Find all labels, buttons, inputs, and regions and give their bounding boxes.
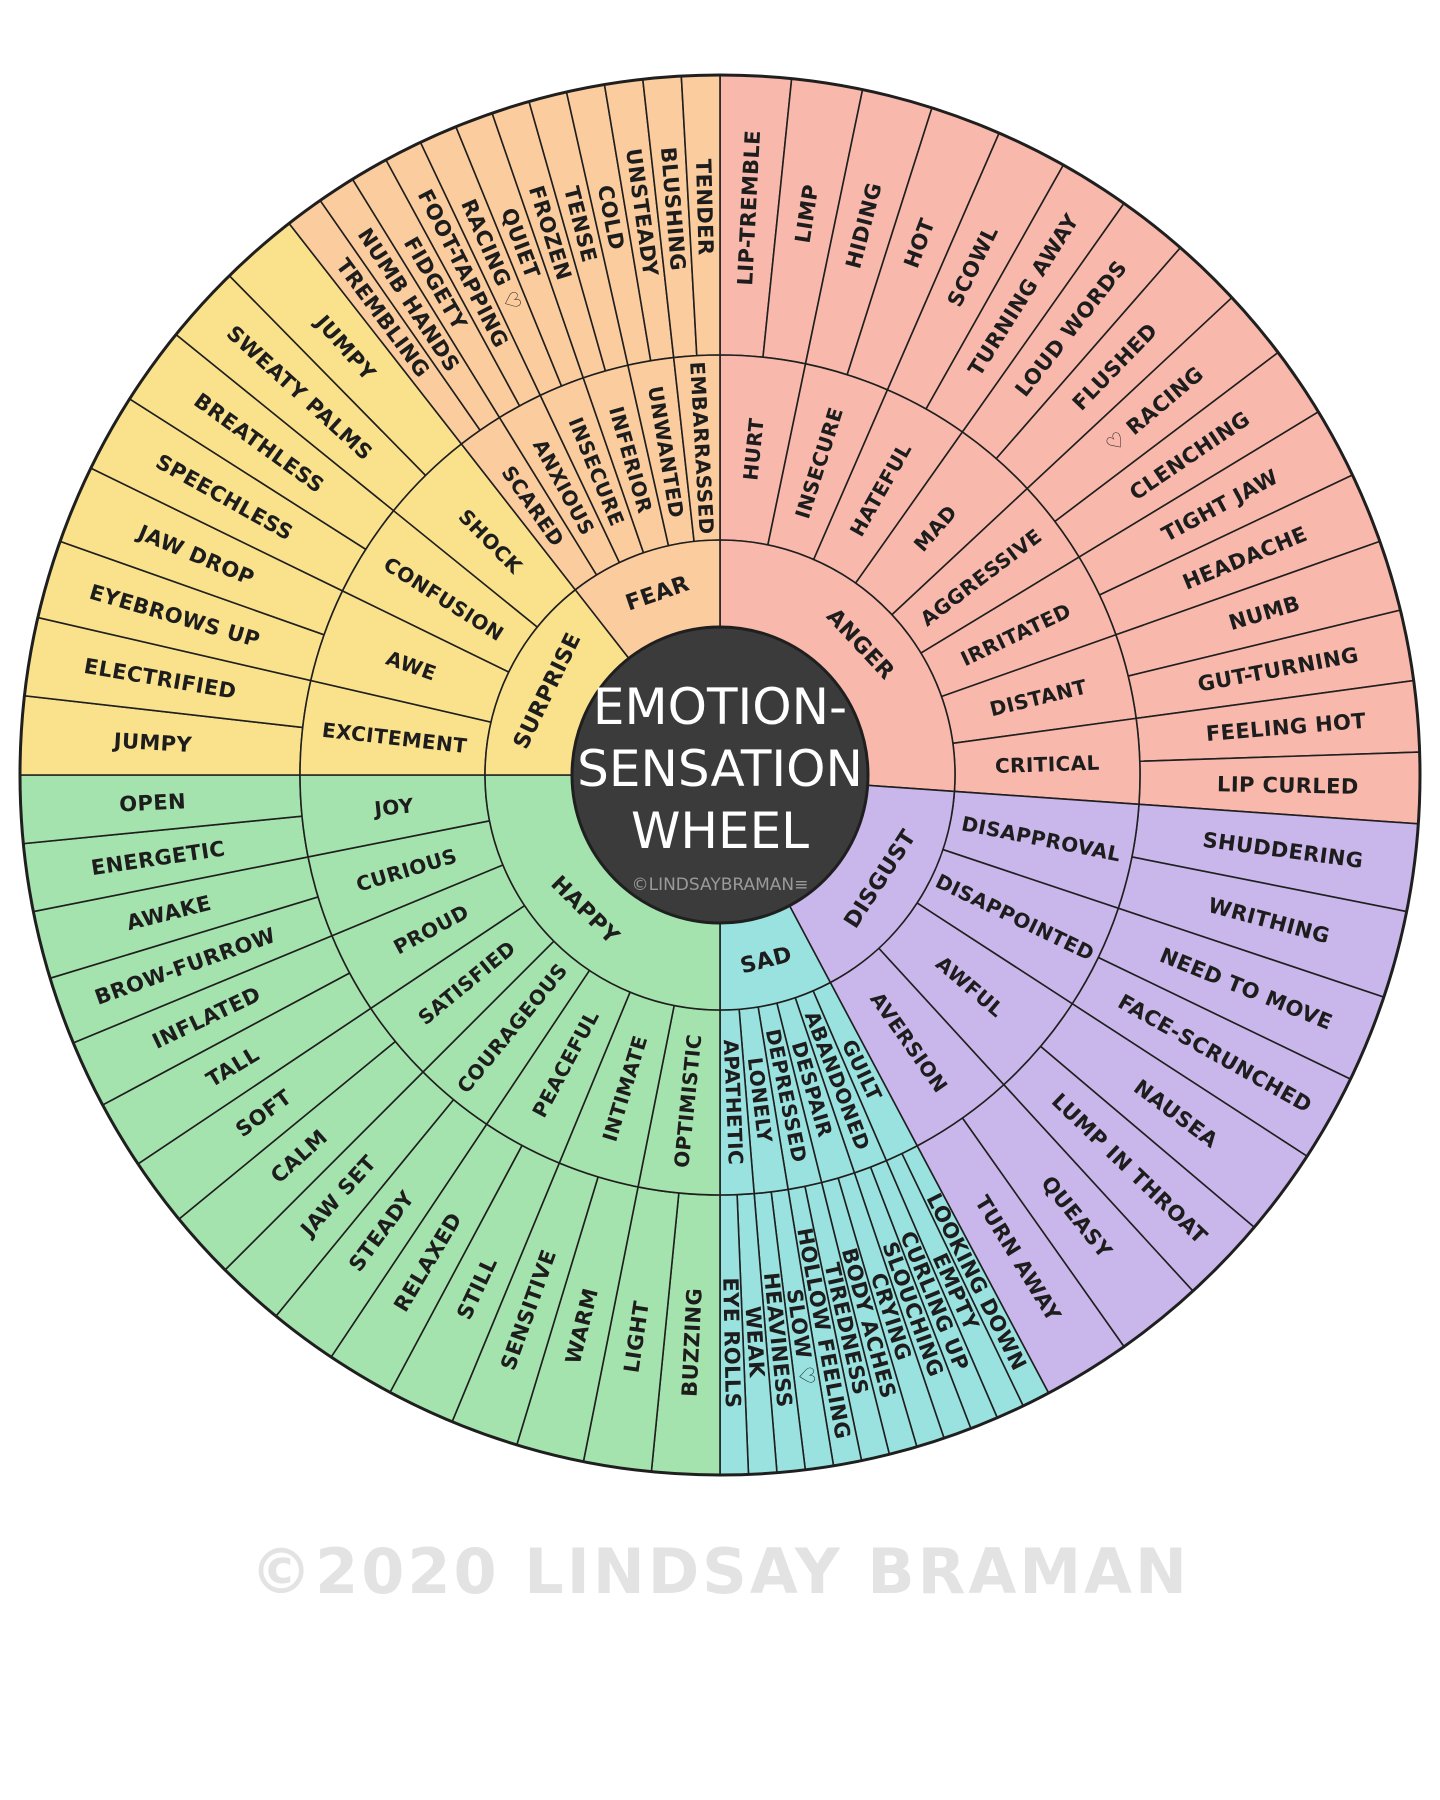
emotion-sensation-wheel: Lip-TrembleLimpHidingHotScowlTurning Awa… <box>18 73 1422 1477</box>
sensation-label: Open <box>119 789 187 816</box>
sensation-label: Eye Rolls <box>718 1277 745 1408</box>
sensation-label: Tender <box>691 159 718 256</box>
copyright-text: ©2020 LINDSAY BRAMAN <box>250 1535 1190 1608</box>
wheel-title-line: WHEEL <box>631 802 809 860</box>
emotion-label: Critical <box>995 751 1100 778</box>
sensation-label: Lip Curled <box>1217 772 1359 799</box>
emotion-label: Apathetic <box>719 1039 748 1166</box>
wheel-title-line: EMOTION- <box>593 678 847 736</box>
emotion-label: Joy <box>371 793 415 821</box>
sensation-label: Weak <box>741 1305 769 1378</box>
sensation-label: Buzzing <box>677 1287 706 1397</box>
wheel-title-line: SENSATION <box>577 740 863 798</box>
sensation-label: Jumpy <box>111 728 193 757</box>
wheel-outline <box>18 73 1422 1477</box>
center-disc <box>570 625 870 925</box>
center-credit: ©LINDSAYBRAMAN≡ <box>632 875 809 895</box>
